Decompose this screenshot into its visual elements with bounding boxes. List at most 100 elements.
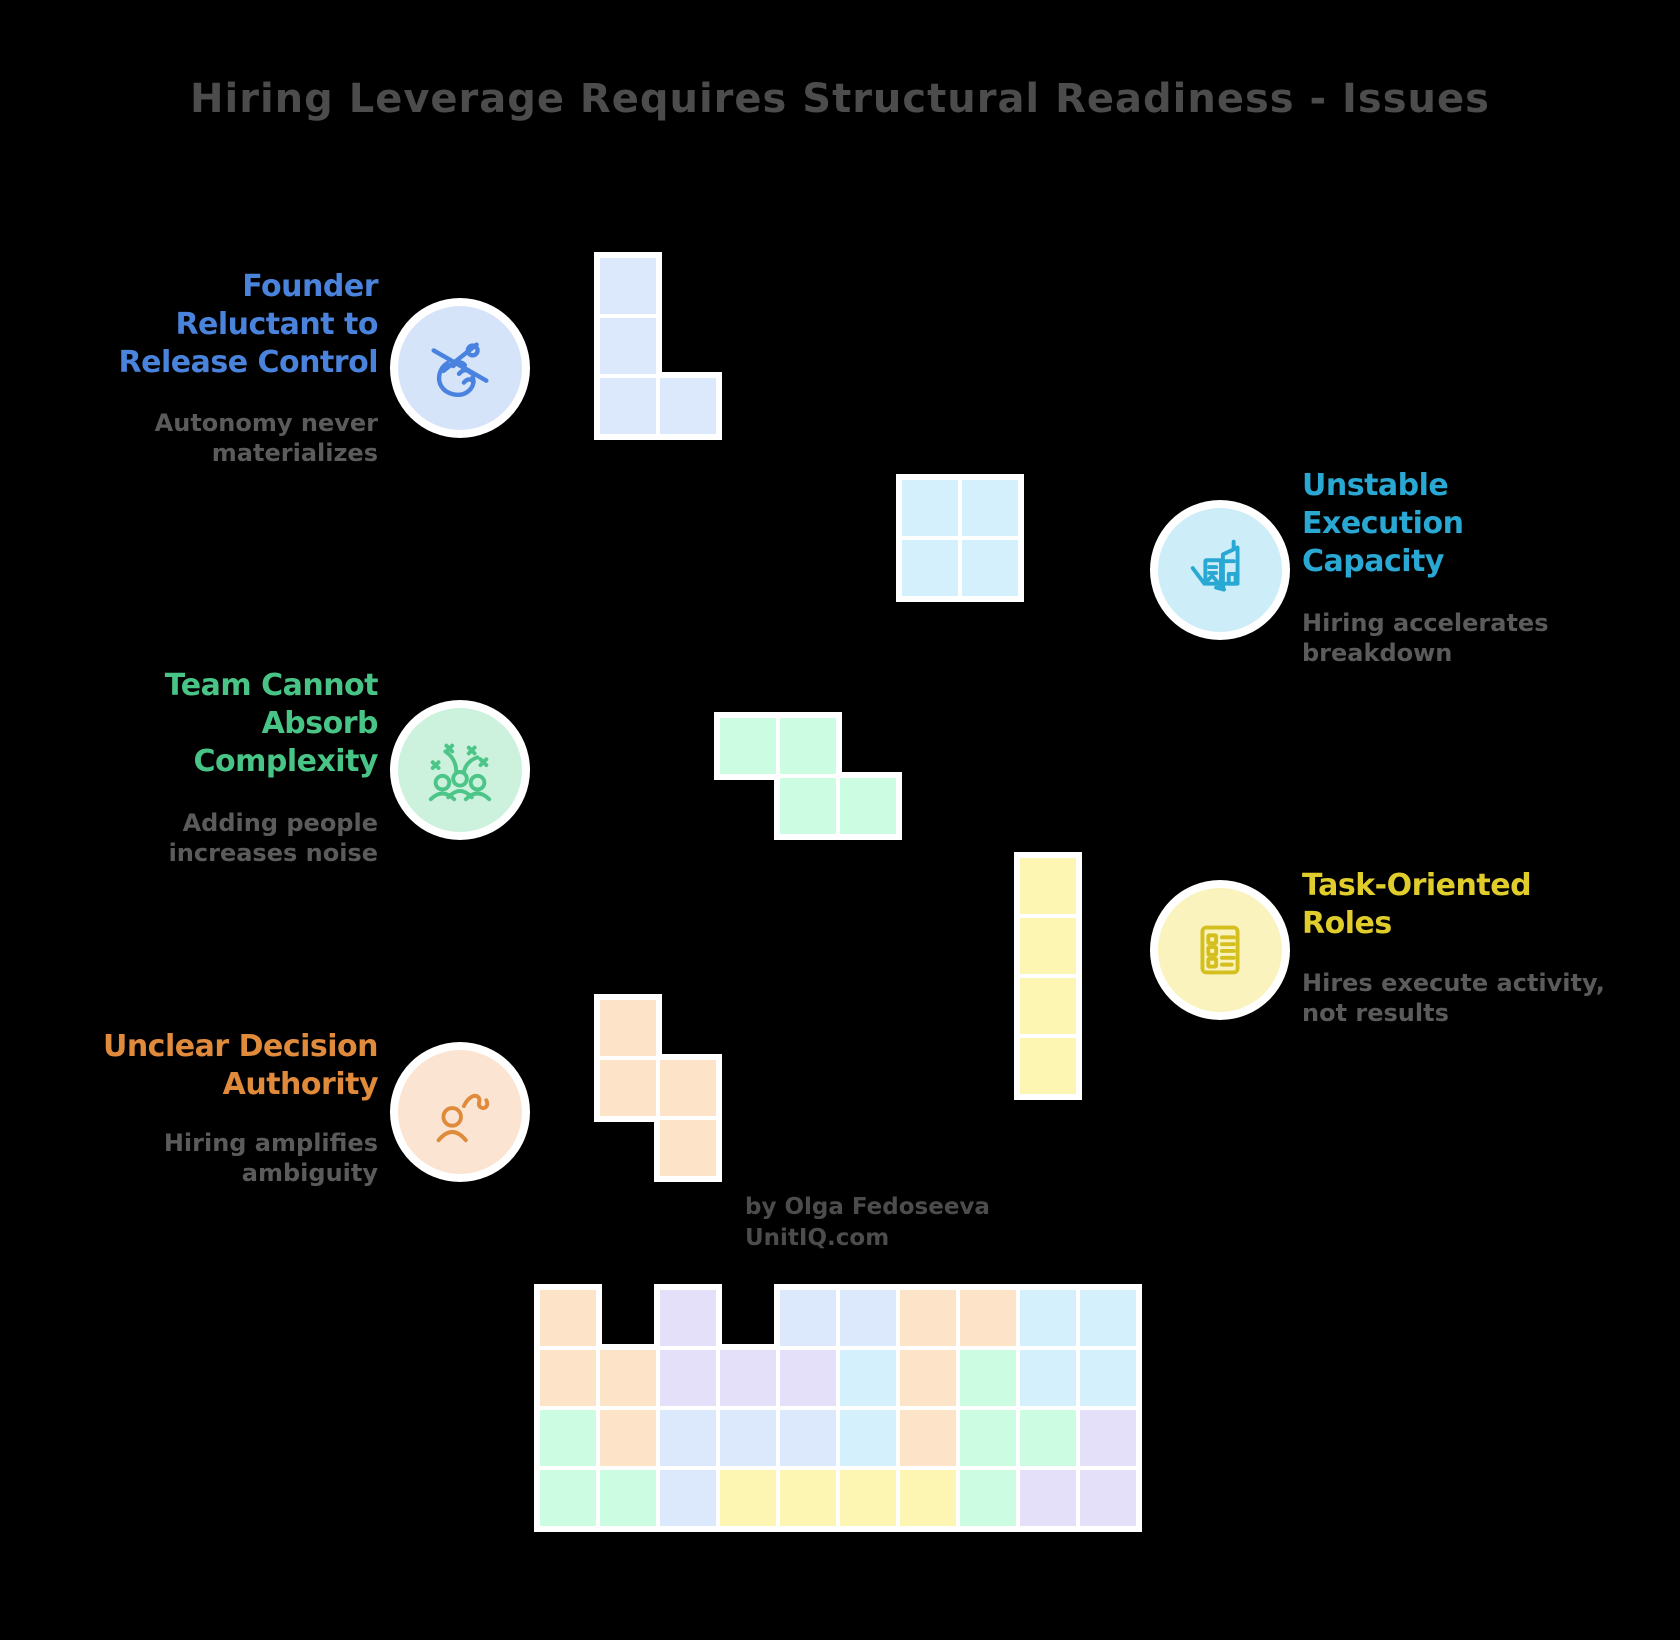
tetris-cell — [660, 1350, 716, 1406]
tetris-cell — [660, 1410, 716, 1466]
tetris-cell — [720, 718, 776, 774]
tetris-cell — [780, 1290, 836, 1346]
tetris-cell — [600, 1470, 656, 1526]
issue-subtitle-line: breakdown — [1302, 639, 1453, 667]
tetris-cell — [660, 1060, 716, 1116]
issue-title-line: Absorb — [261, 706, 379, 741]
issue-title-line: Reluctant to — [175, 307, 378, 342]
tetris-cell — [960, 1350, 1016, 1406]
issue-title-line: Authority — [222, 1067, 379, 1102]
issue-title-line: Execution — [1302, 506, 1464, 541]
tetris-cell — [1020, 1038, 1076, 1094]
tetris-cell — [840, 778, 896, 834]
tetris-cell — [1020, 1290, 1076, 1346]
tetris-cell — [1080, 1470, 1136, 1526]
tetris-cell — [780, 1350, 836, 1406]
tetris-cell — [540, 1350, 596, 1406]
tetris-cell — [540, 1290, 596, 1346]
tetris-cell — [1080, 1350, 1136, 1406]
tetris-cell — [1020, 978, 1076, 1034]
icon-circle-founder — [398, 306, 522, 430]
issue-title-team: Team Cannot Absorb Complexity — [100, 667, 379, 781]
tetris-cell — [660, 378, 716, 434]
tetris-cell — [900, 1290, 956, 1346]
tetris-cell — [780, 1410, 836, 1466]
buildings-decline-icon — [1181, 531, 1259, 609]
issue-subtitle-line: ambiguity — [241, 1159, 378, 1187]
tetris-cell — [660, 1290, 716, 1346]
tetris-cell — [540, 1410, 596, 1466]
issue-title-line: Task-Oriented — [1302, 868, 1532, 903]
person-confusion-icon — [421, 1073, 499, 1151]
issue-subtitle-line: Autonomy never — [154, 409, 378, 437]
tetris-cell — [720, 1410, 776, 1466]
issue-subtitle-line: not results — [1302, 999, 1449, 1027]
tetris-cell — [660, 1470, 716, 1526]
tetris-cell — [840, 1470, 896, 1526]
tetris-cell — [840, 1290, 896, 1346]
tetris-cell — [962, 540, 1018, 596]
issue-title-unclear: Unclear Decision Authority — [100, 1028, 379, 1104]
byline-author: by Olga Fedoseeva — [745, 1194, 990, 1220]
tetris-cell — [600, 378, 656, 434]
tetris-cell — [660, 1120, 716, 1176]
icon-ring-task — [1150, 880, 1290, 1020]
issue-title-line: Founder — [242, 269, 378, 304]
icon-circle-team — [398, 708, 522, 832]
issue-title-line: Unstable — [1302, 468, 1449, 503]
icon-ring-unclear — [390, 1042, 530, 1182]
tetris-cell — [840, 1410, 896, 1466]
tetris-cell — [1020, 858, 1076, 914]
issue-subtitle-line: Hiring accelerates — [1302, 609, 1549, 637]
tetris-cell — [1020, 1470, 1076, 1526]
issue-title-line: Unclear Decision — [102, 1029, 379, 1064]
icon-ring-founder — [390, 298, 530, 438]
tetris-cell — [600, 318, 656, 374]
issue-title-line: Release Control — [118, 345, 379, 380]
issue-title-line: Team Cannot — [164, 668, 379, 703]
issue-subtitle-unclear: Hiring amplifies ambiguity — [100, 1128, 378, 1188]
tetris-cell — [600, 1410, 656, 1466]
tetris-cell — [900, 1410, 956, 1466]
tetris-cell — [902, 480, 958, 536]
icon-circle-task — [1158, 888, 1282, 1012]
issue-subtitle-line: increases noise — [168, 839, 378, 867]
byline-site: UnitIQ.com — [745, 1225, 890, 1251]
icon-circle-unclear — [398, 1050, 522, 1174]
tetris-cell — [1080, 1410, 1136, 1466]
tetris-cell — [540, 1470, 596, 1526]
icon-ring-unstable — [1150, 500, 1290, 640]
tetris-cell — [960, 1410, 1016, 1466]
tetris-cell — [600, 1060, 656, 1116]
issue-title-line: Roles — [1302, 906, 1392, 941]
tetris-cell — [780, 778, 836, 834]
issue-title-founder: Founder Reluctant to Release Control — [100, 268, 379, 382]
issue-subtitle-line: Adding people — [182, 809, 378, 837]
issue-title-line: Capacity — [1302, 544, 1444, 579]
tetris-cell — [900, 1350, 956, 1406]
icon-circle-unstable — [1158, 508, 1282, 632]
issue-subtitle-team: Adding people increases noise — [100, 808, 378, 868]
hand-grip-icon — [421, 329, 499, 407]
page-title: Hiring Leverage Requires Structural Read… — [190, 76, 1490, 122]
tetris-cell — [1020, 1410, 1076, 1466]
tetris-cell — [960, 1290, 1016, 1346]
tetris-cell — [600, 1000, 656, 1056]
tetris-cell — [900, 1470, 956, 1526]
tetris-cell — [720, 1350, 776, 1406]
team-celebrate-icon — [421, 731, 499, 809]
issue-subtitle-task: Hires execute activity, not results — [1302, 968, 1680, 1028]
tetris-cell — [1020, 1350, 1076, 1406]
issue-subtitle-unstable: Hiring accelerates breakdown — [1302, 608, 1662, 668]
issue-title-task: Task-Oriented Roles — [1302, 867, 1680, 943]
tetris-cell — [962, 480, 1018, 536]
tetris-cell — [720, 1470, 776, 1526]
tetris-cell — [1020, 918, 1076, 974]
icon-ring-team — [390, 700, 530, 840]
issue-subtitle-line: materializes — [211, 439, 378, 467]
tetris-cell — [600, 1350, 656, 1406]
issue-subtitle-line: Hires execute activity, — [1302, 969, 1605, 997]
tetris-cell — [840, 1350, 896, 1406]
issue-subtitle-line: Hiring amplifies — [163, 1129, 378, 1157]
